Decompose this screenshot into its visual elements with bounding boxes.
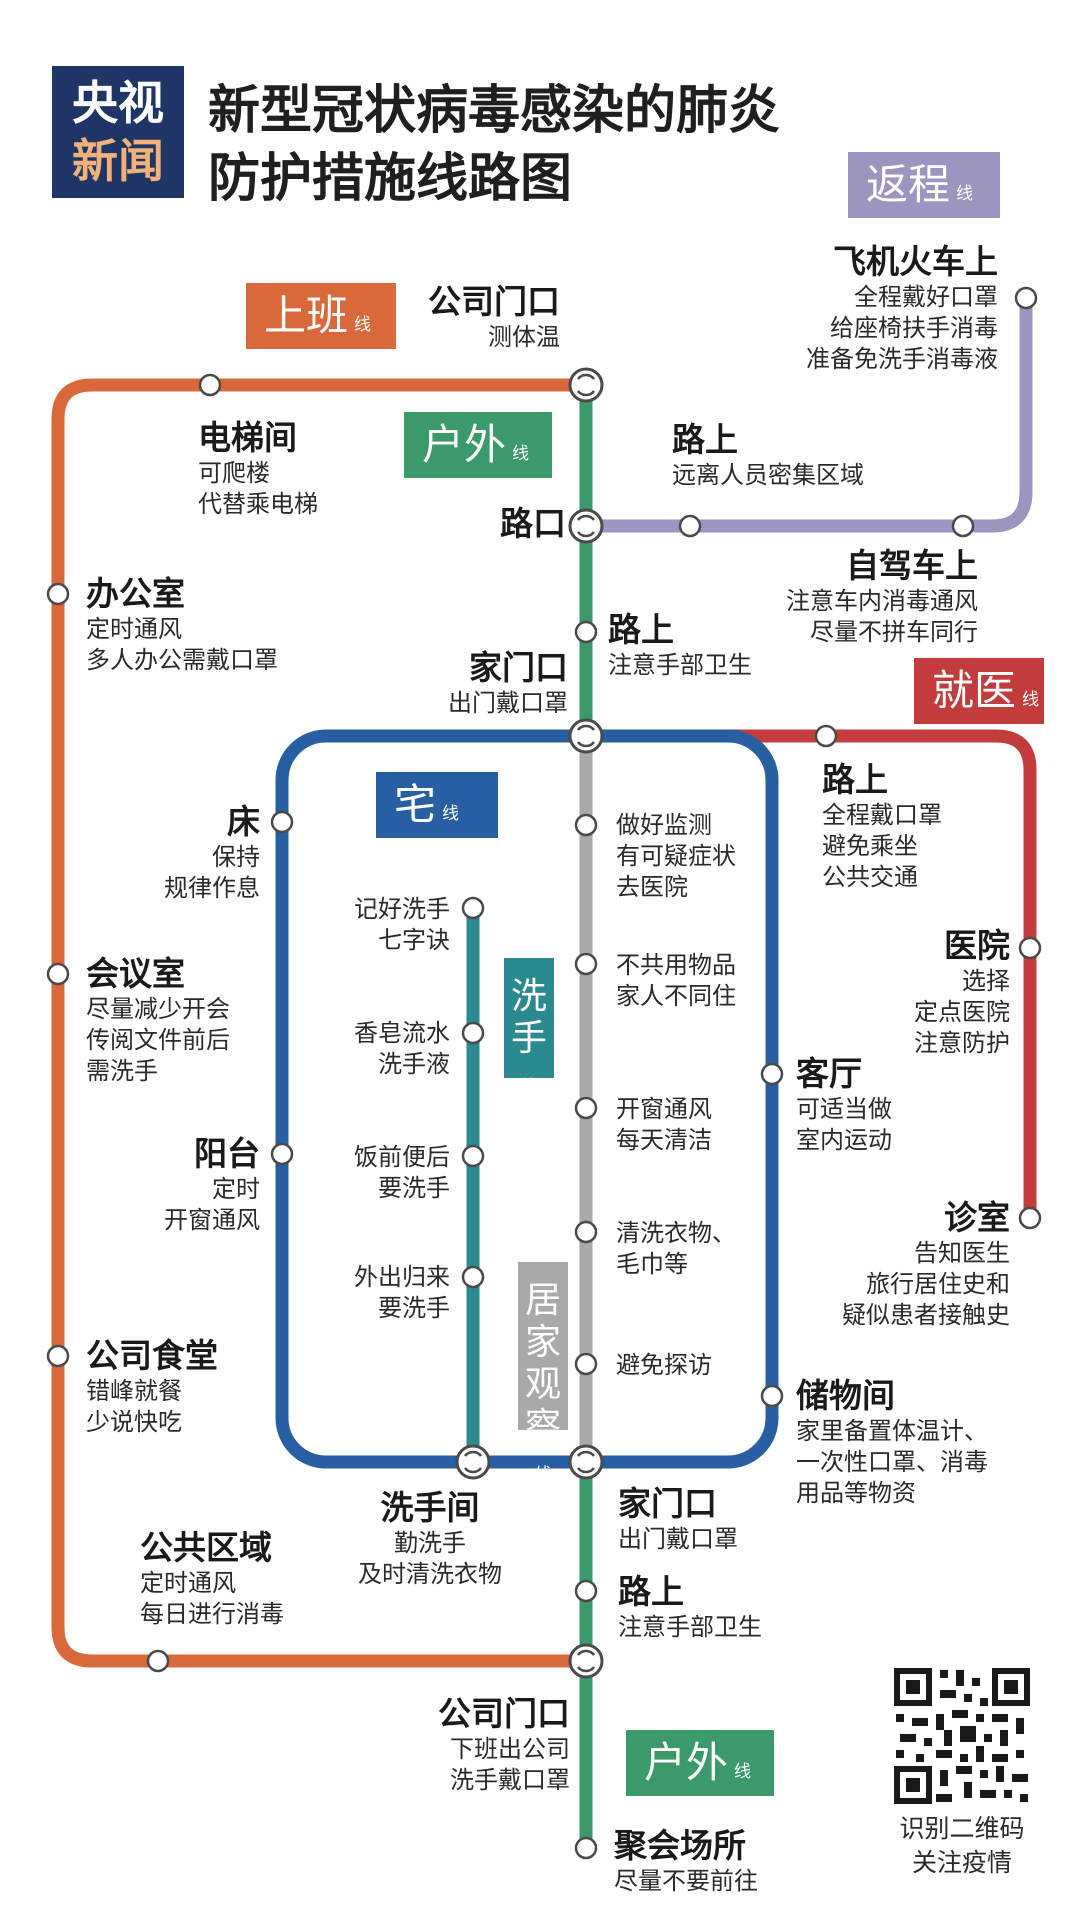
station-self-drive: 自驾车上注意车内消毒通风尽量不拼车同行 [786,546,978,646]
line-tag-return: 返程线 [848,152,1000,218]
station-wash-4: 外出归来要洗手 [354,1263,450,1322]
station-washroom: 洗手间勤洗手及时清洗衣物 [358,1488,502,1588]
station-obs-3: 开窗通风每天清洁 [616,1095,712,1154]
station-obs-2: 不共用物品家人不同住 [616,951,736,1010]
line-tag-home: 宅线 [376,772,498,838]
station-dot-road-hospital [814,724,838,748]
station-wash-2: 香皂流水洗手液 [354,1019,450,1078]
station-company-gate-bottom: 公司门口下班出公司洗手戴口罩 [438,1694,570,1794]
interchange-icon-company-gate-top [568,367,604,403]
station-company-gate-top: 公司门口测体温 [428,282,560,351]
station-road-return: 路上远离人员密集区域 [672,420,864,489]
station-dot-road-bottom [574,1579,598,1603]
line-tag-hospital: 就医线 [914,658,1044,724]
station-road-top: 路上注意手部卫生 [608,610,752,679]
station-dot-plane-train [1014,286,1038,310]
station-plane-train: 飞机火车上全程戴好口罩给座椅扶手消毒准备免洗手消毒液 [806,242,998,373]
station-dot-wash-4 [461,1265,485,1289]
cctv-news-logo: 央视 新闻 [52,66,184,198]
station-hospital: 医院选择定点医院注意防护 [914,926,1010,1057]
line-tag-wash: 洗手线 [504,958,554,1097]
interchange-icon-company-gate-bottom [568,1643,604,1679]
station-dot-self-drive [951,514,975,538]
station-dot-elevator [198,373,222,397]
line-tag-work: 上班线 [246,283,396,349]
station-home-gate-top: 家门口出门戴口罩 [448,648,568,717]
qr-caption-line-2: 关注疫情 [911,1848,1012,1877]
station-dot-obs-1 [574,813,598,837]
station-dot-hospital [1018,936,1042,960]
station-gathering: 聚会场所尽量不要前往 [614,1826,758,1895]
station-dot-storage [760,1384,784,1408]
station-obs-5: 避免探访 [616,1351,712,1379]
station-dot-wash-2 [461,1021,485,1045]
station-storage: 储物间家里备置体温计、一次性口罩、消毒用品等物资 [796,1376,988,1507]
station-living-room: 客厅可适当做室内运动 [796,1054,892,1154]
line-tag-outdoor-top: 户外线 [404,412,552,478]
interchange-icon-home-gate-bottom [568,1444,604,1480]
station-meeting: 会议室尽量减少开会传阅文件前后需洗手 [86,954,230,1085]
station-dot-obs-5 [574,1352,598,1376]
station-wash-1: 记好洗手七字诀 [354,895,450,954]
home-line [275,729,779,1469]
station-dot-gathering [574,1836,598,1860]
station-dot-public-area [146,1649,170,1673]
station-road-hospital: 路上全程戴口罩避免乘坐公共交通 [822,760,942,891]
station-dot-meeting [46,962,70,986]
logo-line-1: 央视 [72,76,164,130]
return-line [586,298,1033,533]
station-home-gate-bottom: 家门口出门戴口罩 [618,1484,738,1553]
station-office: 办公室定时通风多人办公需戴口罩 [86,574,278,674]
station-dot-obs-4 [574,1220,598,1244]
page-title-line-1: 新型冠状病毒感染的肺炎 [208,81,781,141]
interchange-icon-intersection [568,508,604,544]
interchange-icon-washroom [455,1444,491,1480]
station-dot-wash-3 [461,1144,485,1168]
qr-caption-line-1: 识别二维码 [899,1814,1025,1843]
station-obs-4: 清洗衣物、毛巾等 [616,1219,736,1278]
page-title-line-2: 防护措施线路图 [208,149,573,209]
station-obs-1: 做好监测有可疑症状去医院 [616,811,736,901]
qr-code-icon[interactable] [894,1668,1030,1804]
station-intersection: 路口 [500,504,566,543]
work-line [51,378,586,1668]
logo-line-2: 新闻 [72,134,164,188]
interchange-icon-home-gate-top [568,718,604,754]
station-canteen: 公司食堂错峰就餐少说快吃 [86,1336,218,1436]
hospital-line [586,729,1037,1218]
station-dot-office [46,582,70,606]
station-dot-obs-3 [574,1096,598,1120]
station-dot-balcony [270,1142,294,1166]
station-bed: 床保持规律作息 [164,802,260,902]
station-dot-road-top [574,620,598,644]
station-road-bottom: 路上注意手部卫生 [618,1572,762,1641]
station-balcony: 阳台定时开窗通风 [164,1134,260,1234]
station-dot-road-return [678,514,702,538]
station-dot-bed [270,810,294,834]
line-tag-outdoor-bottom: 户外线 [626,1730,774,1796]
station-dot-wash-1 [461,896,485,920]
station-elevator: 电梯间可爬楼代替乘电梯 [198,418,318,518]
station-dot-canteen [46,1344,70,1368]
station-public-area: 公共区域定时通风每日进行消毒 [140,1528,284,1628]
station-wash-3: 饭前便后要洗手 [354,1143,450,1202]
station-clinic: 诊室告知医生旅行居住史和疑似患者接触史 [842,1198,1010,1329]
line-tag-observe: 居家观察线 [518,1262,568,1485]
station-dot-living-room [760,1062,784,1086]
station-dot-clinic [1018,1206,1042,1230]
station-dot-obs-2 [574,952,598,976]
